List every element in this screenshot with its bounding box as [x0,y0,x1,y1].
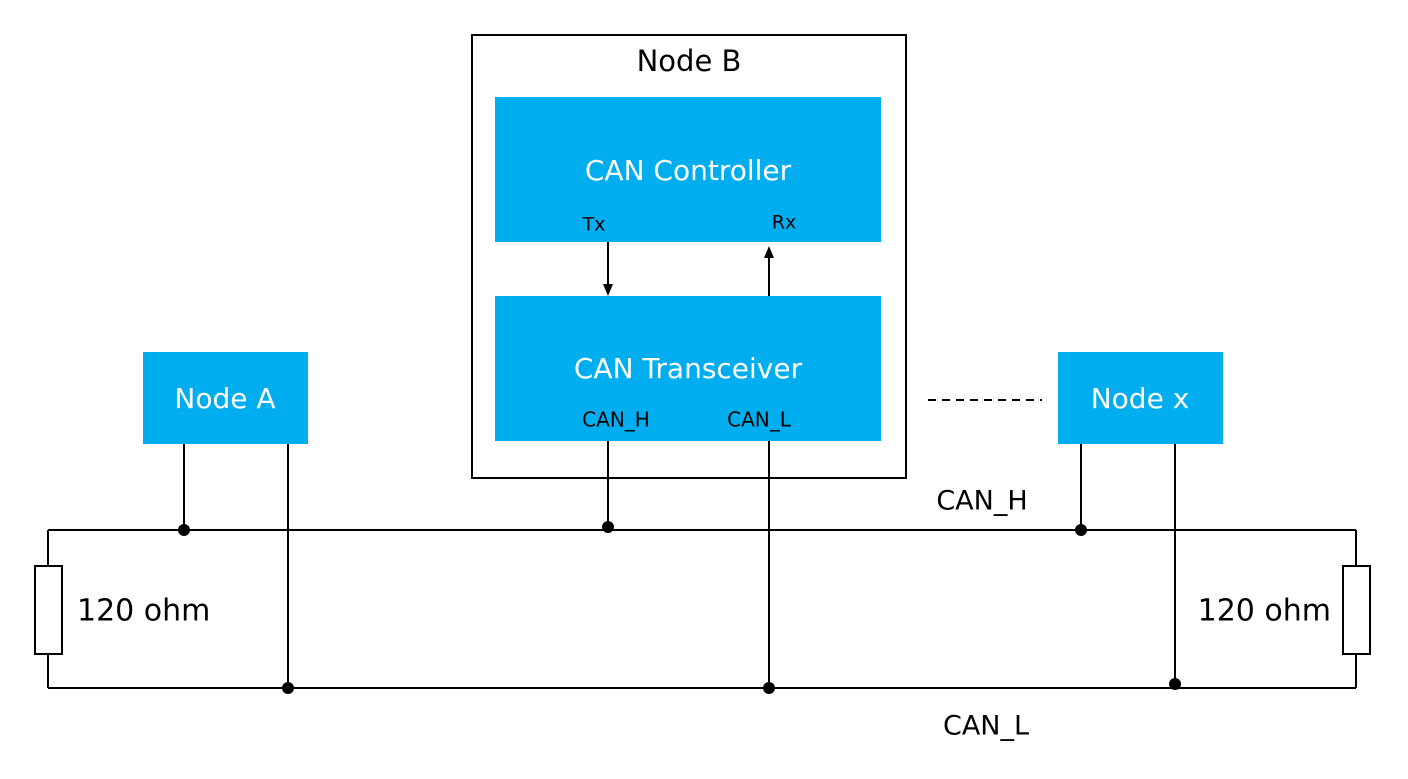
bus-can-l-label: CAN_L [943,711,1029,742]
transceiver-can-h-label: CAN_H [582,408,650,432]
node-a-block [143,352,308,444]
right-resistor [1342,565,1371,655]
can-transceiver-label: CAN Transceiver [574,352,803,385]
junction-dot [602,521,614,533]
junction-dot [178,524,190,536]
junction-dot [1169,678,1181,690]
node-b-title: Node B [637,44,742,78]
node-a-label: Node A [174,382,275,415]
node-x-block [1058,352,1223,444]
junction-dot [282,682,294,694]
junction-dot [1075,524,1087,536]
left-resistor-label: 120 ohm [77,594,210,629]
node-b-frame [471,34,907,479]
tx-arrowhead [603,284,613,296]
rx-arrowhead [764,246,774,258]
tx-label: Tx [582,214,606,236]
can-controller-block [495,97,881,242]
node-x-label: Node x [1091,382,1190,415]
rx-label: Rx [772,212,796,234]
can-transceiver-block [495,296,881,441]
right-resistor-label: 120 ohm [1198,594,1331,629]
transceiver-can-l-label: CAN_L [727,408,792,432]
left-resistor [34,565,63,655]
bus-can-h-label: CAN_H [936,486,1027,517]
can-controller-label: CAN Controller [585,154,792,187]
junction-dot [763,682,775,694]
